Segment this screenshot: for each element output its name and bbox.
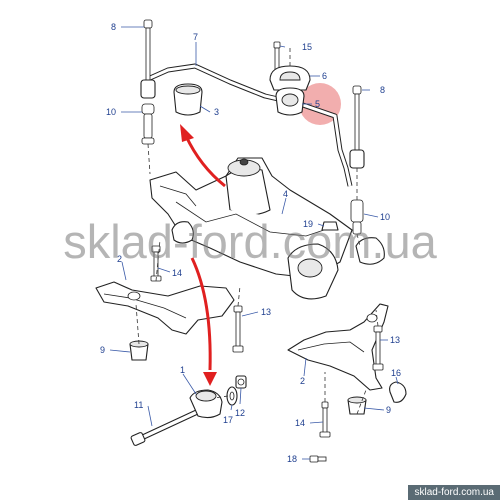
- lower-control-arm-left: [95, 281, 235, 335]
- red-arrow-upper: [180, 124, 226, 188]
- clip-16: [389, 381, 407, 403]
- bolt-13-right: [372, 325, 384, 371]
- watermark-text: sklad-ford.com.ua: [63, 215, 437, 268]
- callout-7: 7: [193, 32, 198, 42]
- callout-3: 3: [214, 107, 219, 117]
- red-arrow-lower: [190, 257, 217, 386]
- callout-9-right: 9: [386, 405, 391, 415]
- callout-13-left: 13: [261, 307, 271, 317]
- callout-12: 12: [235, 408, 245, 418]
- bolt-13-left: [232, 305, 244, 353]
- lower-control-arm-right: [287, 303, 389, 391]
- callout-17: 17: [223, 415, 233, 425]
- bolt-18: [309, 455, 327, 463]
- callout-9-left: 9: [100, 345, 105, 355]
- washer-17: [226, 386, 238, 406]
- source-tag: sklad-ford.com.ua: [407, 485, 500, 500]
- stabilizer-clamp-6: [269, 41, 311, 116]
- callout-16: 16: [391, 368, 401, 378]
- bushing-1: [189, 389, 223, 419]
- callout-15: 15: [302, 42, 312, 52]
- callout-10-left: 10: [106, 107, 116, 117]
- callout-10-right: 10: [380, 212, 390, 222]
- callout-8-left: 8: [111, 22, 116, 32]
- left-stabilizer-link: [140, 19, 156, 145]
- bolt-11: [130, 409, 199, 446]
- callout-11: 11: [134, 400, 143, 410]
- callout-2-left: 2: [117, 254, 122, 264]
- callout-14-left: 14: [172, 268, 182, 278]
- callout-1: 1: [180, 365, 185, 375]
- callout-2-right: 2: [300, 376, 305, 386]
- nut-19: [321, 221, 339, 231]
- bolt-14-right: [319, 401, 331, 438]
- callout-4: 4: [283, 189, 288, 199]
- right-stabilizer-link: [349, 85, 365, 235]
- callout-19: 19: [303, 219, 313, 229]
- subframe-crossmember: [149, 157, 385, 300]
- callout-6: 6: [322, 71, 327, 81]
- callout-18: 18: [287, 454, 297, 464]
- leader-lines: [109, 26, 399, 460]
- callout-labels: 8 7 15 6 8 5 10 3 4 19 10 2 14 13 13 9 1…: [100, 22, 401, 464]
- alignment-lines: [135, 48, 379, 415]
- bushing-9-right: [347, 396, 367, 415]
- stabilizer-bushing-3: [173, 83, 203, 116]
- callout-5: 5: [315, 99, 320, 109]
- callout-13-right: 13: [390, 335, 400, 345]
- callout-14-right: 14: [295, 418, 305, 428]
- callout-8-right: 8: [380, 85, 385, 95]
- nut-12: [235, 375, 247, 389]
